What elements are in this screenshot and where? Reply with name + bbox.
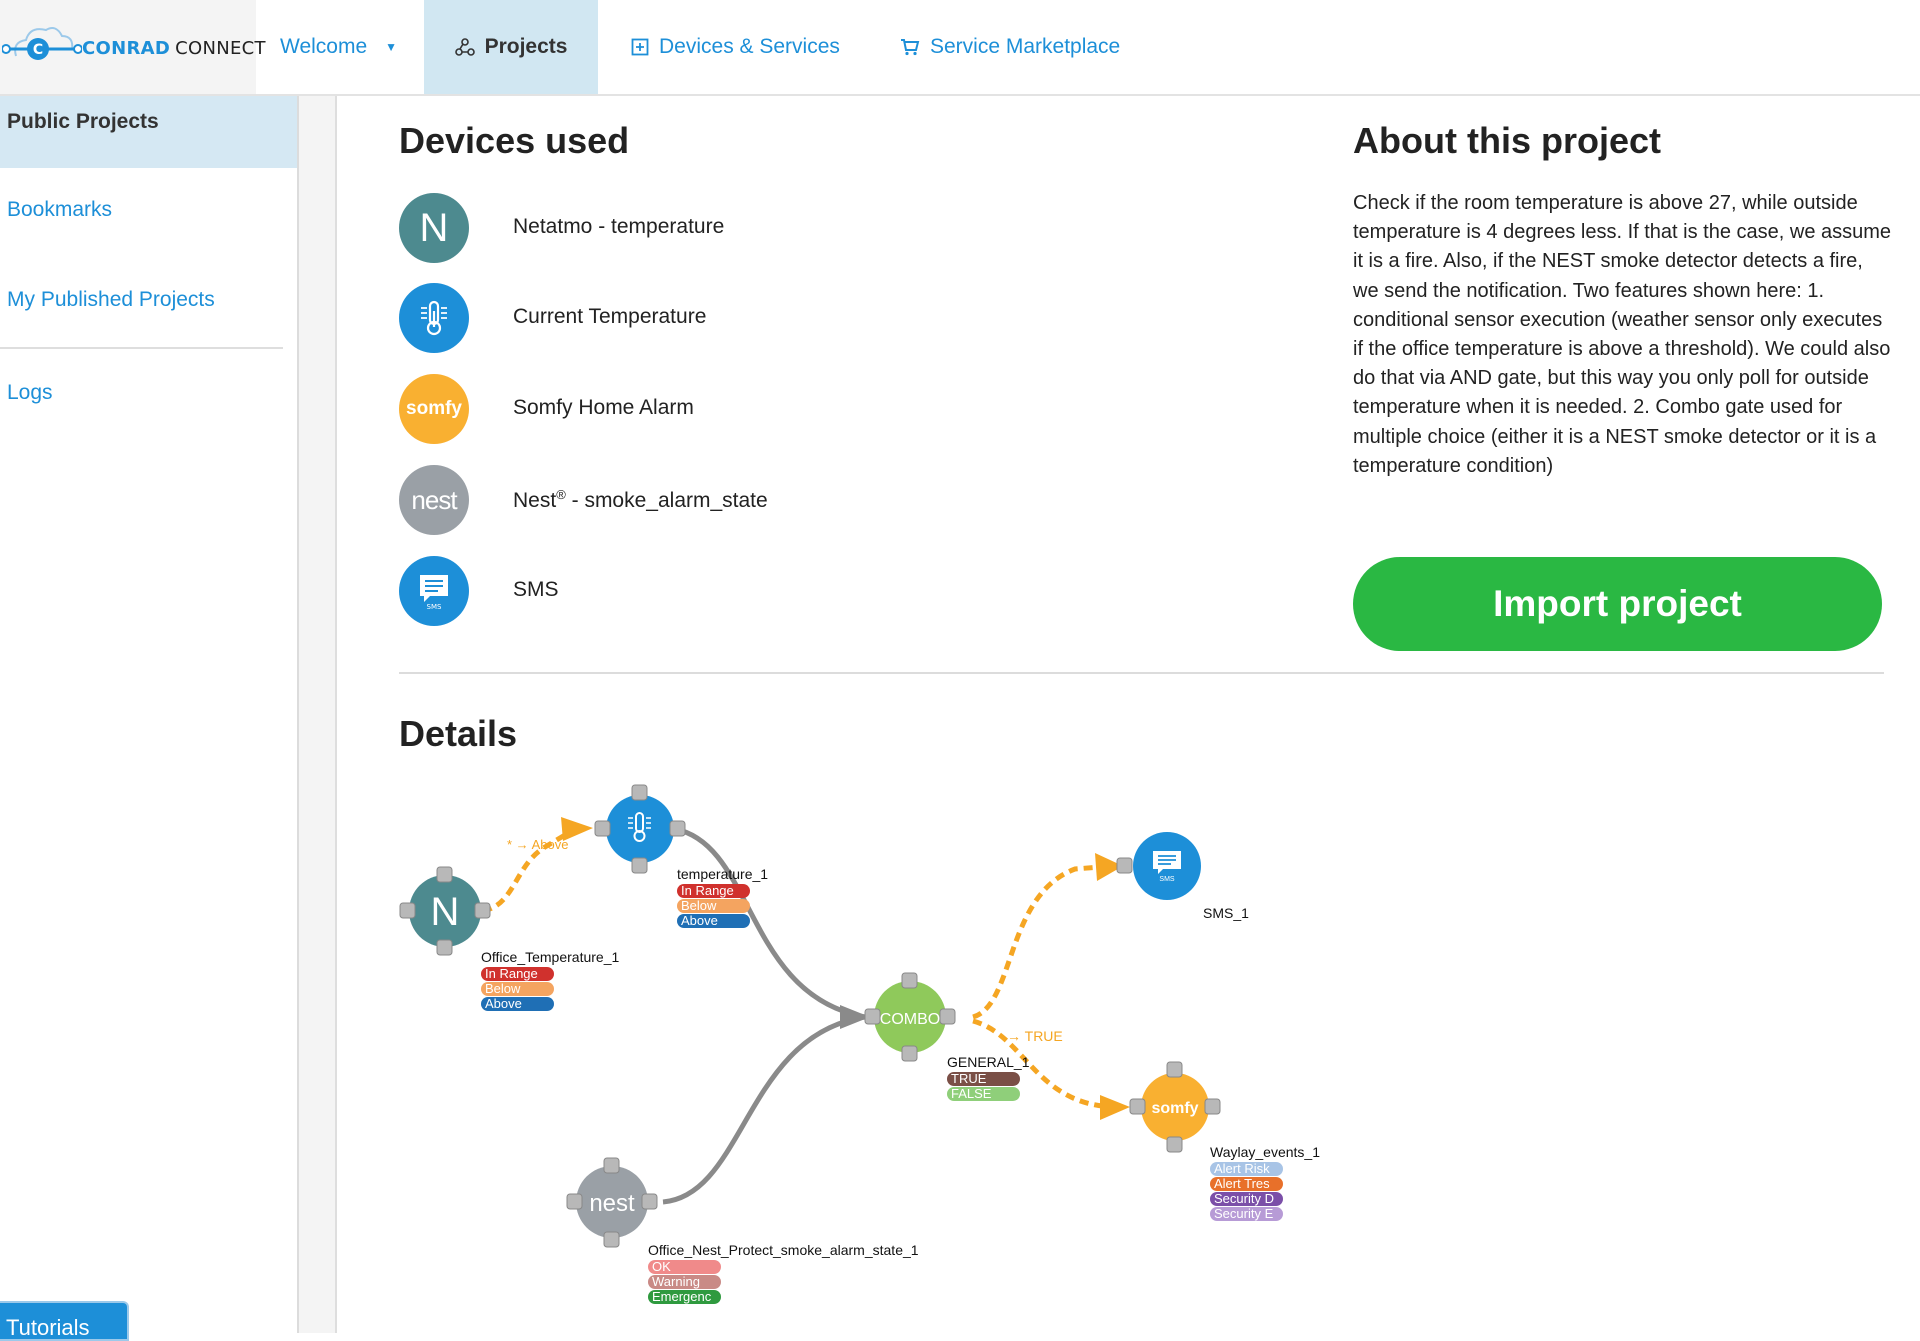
sidebar-item-bookmarks[interactable]: Bookmarks (7, 198, 113, 221)
section-divider (399, 672, 1884, 674)
svg-text:SMS: SMS (427, 603, 442, 610)
svg-text:Alert Risk: Alert Risk (1214, 1161, 1270, 1176)
sms-icon: SMS (399, 556, 469, 626)
sidebar-item-my-published-projects[interactable]: My Published Projects (7, 288, 215, 311)
device-row: somfy Somfy Home Alarm (399, 374, 999, 444)
nav-welcome[interactable]: Welcome ▼ (280, 0, 397, 94)
combo-arrow-icon (840, 1005, 870, 1029)
node-nest[interactable]: nest Office_Nest_Protect_smoke_alarm_sta… (566, 1157, 919, 1304)
svg-text:Security D: Security D (1214, 1191, 1274, 1206)
link-temperature-combo (674, 826, 866, 1020)
svg-text:OK: OK (652, 1259, 671, 1274)
nav-projects-label: Projects (484, 35, 568, 58)
orange-arrow-icon (1100, 1095, 1130, 1120)
device-row: Current Temperature (399, 283, 999, 353)
svg-text:somfy: somfy (1151, 1100, 1198, 1117)
thermometer-icon (399, 283, 469, 353)
svg-text:Emergenc: Emergenc (652, 1289, 712, 1304)
sidebar-active-highlight (0, 96, 297, 168)
tutorials-button[interactable]: Tutorials (0, 1303, 127, 1340)
svg-text:Below: Below (485, 981, 521, 996)
node-label: Waylay_events_1 (1210, 1144, 1320, 1160)
node-label: Office_Temperature_1 (481, 949, 619, 965)
node-somfy[interactable]: somfy Waylay_events_1 Alert Risk Alert T… (1129, 1061, 1320, 1221)
about-description: Check if the room temperature is above 2… (1353, 192, 1892, 477)
svg-text:COMBO: COMBO (880, 1011, 940, 1028)
svg-text:In Range: In Range (485, 966, 538, 981)
nav-welcome-label: Welcome (280, 35, 368, 58)
node-label: temperature_1 (677, 866, 768, 882)
link-office-temperature (482, 826, 577, 914)
project-flow-diagram[interactable]: * → Above → TRUE N Office_Temperature_1 … (395, 765, 1355, 1325)
thermometer-icon (628, 812, 651, 842)
sidebar-item-logs[interactable]: Logs (7, 381, 53, 404)
svg-text:N: N (431, 890, 460, 934)
svg-text:C: C (33, 42, 43, 58)
nav-service-marketplace[interactable]: Service Marketplace (900, 0, 1120, 94)
device-row: N Netatmo - temperature (399, 193, 999, 263)
sidebar-divider (0, 347, 283, 349)
nav-devices-label: Devices & Services (659, 35, 840, 58)
import-project-button[interactable]: Import project (1353, 557, 1882, 651)
link-combo-sms (972, 863, 1114, 1020)
details-heading: Details (399, 713, 518, 754)
node-label: SMS_1 (1203, 905, 1249, 921)
device-label: SMS (513, 578, 559, 601)
device-label: Current Temperature (513, 305, 707, 328)
somfy-icon: somfy (399, 374, 469, 444)
orange-arrow-icon (561, 817, 593, 841)
nav-marketplace-label: Service Marketplace (930, 35, 1121, 58)
plus-square-icon (631, 38, 649, 56)
sidebar-item-public-projects[interactable]: Public Projects (7, 110, 159, 133)
node-label: Office_Nest_Protect_smoke_alarm_state_1 (648, 1242, 919, 1258)
edge-label-true: → TRUE (1007, 1028, 1063, 1044)
svg-text:Above: Above (681, 913, 718, 928)
content-gutter (299, 96, 337, 1333)
svg-text:Below: Below (681, 898, 717, 913)
svg-text:TRUE: TRUE (951, 1071, 987, 1086)
device-label: Netatmo - temperature (513, 215, 725, 238)
node-label: GENERAL_1 (947, 1054, 1030, 1070)
about-heading: About this project (1353, 120, 1661, 161)
svg-text:SMS: SMS (1159, 876, 1175, 883)
link-nest-combo (662, 1014, 866, 1205)
node-sms[interactable]: SMS SMS_1 (1116, 832, 1249, 921)
device-label: Somfy Home Alarm (513, 396, 694, 419)
device-row: SMS SMS (399, 556, 999, 626)
node-temperature[interactable]: temperature_1 In Range Below Above (594, 784, 768, 928)
svg-text:Alert Tres: Alert Tres (1214, 1176, 1270, 1191)
cart-icon (900, 38, 920, 56)
svg-text:In Range: In Range (681, 883, 734, 898)
svg-text:Warning: Warning (652, 1274, 700, 1289)
svg-text:Security E: Security E (1214, 1206, 1274, 1221)
netatmo-icon: N (399, 193, 469, 263)
device-row: nest Nest® - smoke_alarm_state (399, 465, 999, 535)
nav-projects[interactable]: Projects (424, 0, 598, 94)
projects-icon (454, 38, 475, 56)
link-combo-somfy (972, 1018, 1116, 1110)
nav-devices-services[interactable]: Devices & Services (631, 0, 840, 94)
svg-text:FALSE: FALSE (951, 1086, 992, 1101)
edge-label-above: * → Above (507, 837, 568, 852)
svg-text:nest: nest (589, 1190, 635, 1217)
node-office-temperature[interactable]: N Office_Temperature_1 In Range Below Ab… (399, 866, 619, 1011)
caret-down-icon: ▼ (385, 40, 398, 54)
nest-icon: nest (399, 465, 469, 535)
svg-text:Above: Above (485, 996, 522, 1011)
sms-icon: SMS (1153, 851, 1181, 883)
devices-used-heading: Devices used (399, 120, 630, 161)
orange-arrow-icon (1095, 853, 1123, 881)
conrad-cloud-logo-icon: C (2, 27, 82, 60)
device-label: Nest® - smoke_alarm_state (513, 487, 768, 512)
node-combo[interactable]: COMBO GENERAL_1 TRUE FALSE (864, 972, 1030, 1101)
sidebar: Public Projects Bookmarks My Published P… (0, 96, 299, 1333)
